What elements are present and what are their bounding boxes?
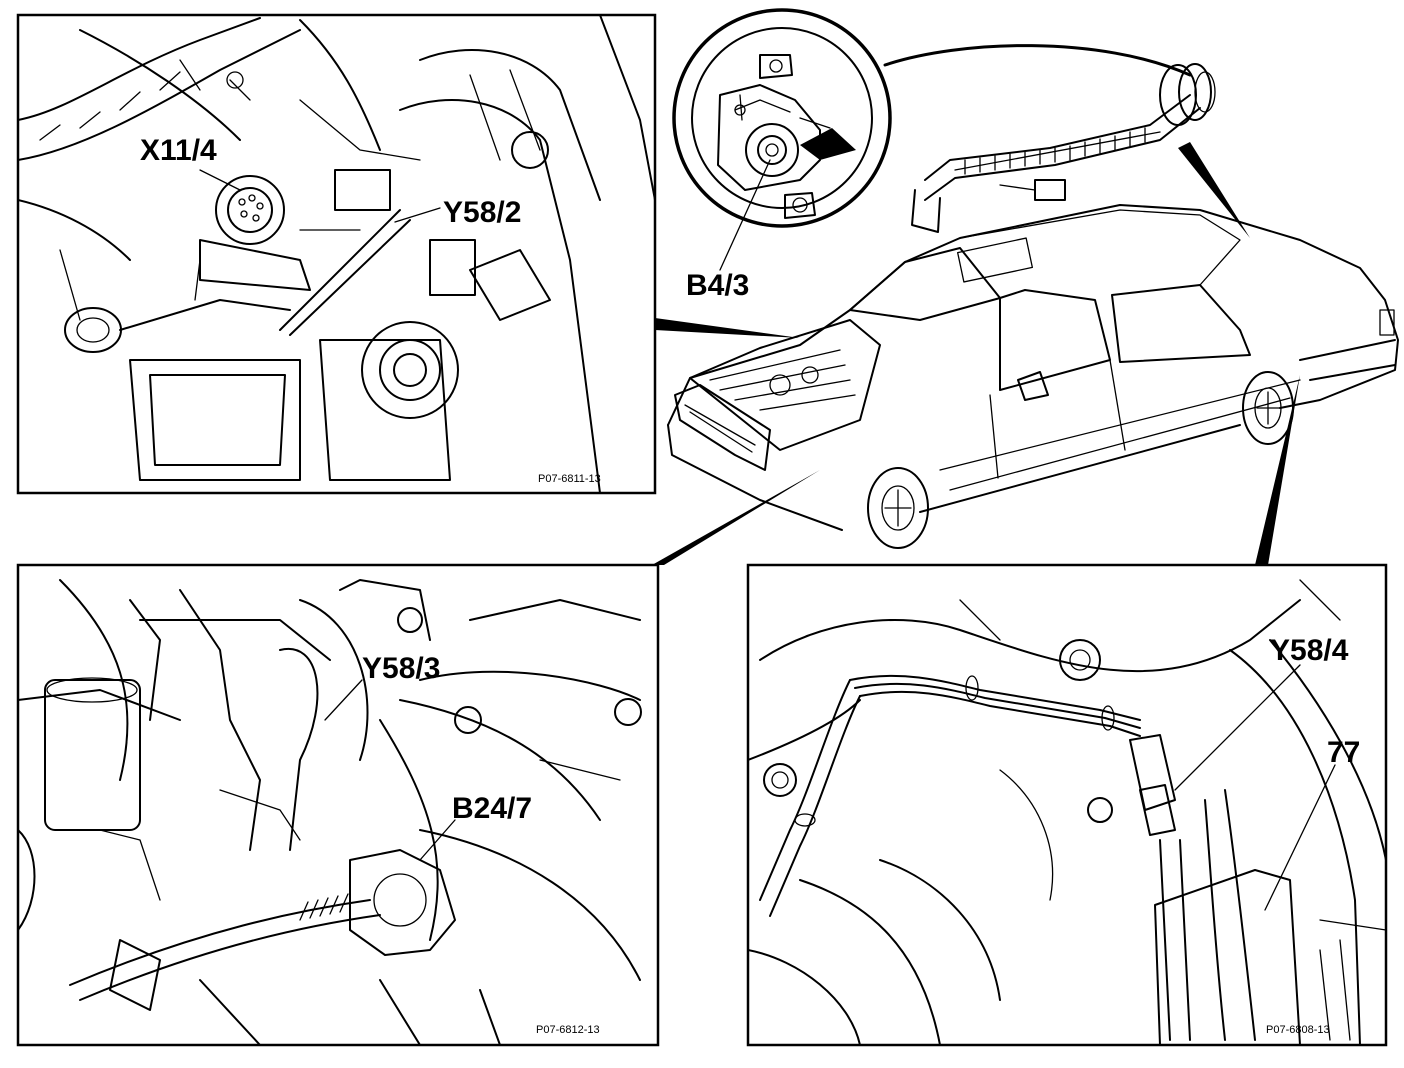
figure-ref-bottom-left: P07-6812-13 bbox=[536, 1024, 600, 1036]
label-b4-3: B4/3 bbox=[686, 269, 749, 302]
label-y58-3: Y58/3 bbox=[362, 652, 440, 685]
vehicle-illustration bbox=[667, 204, 1399, 549]
label-y58-4: Y58/4 bbox=[1270, 634, 1349, 667]
detail-panel-top-left: X11/4 Y58/2 P07-6811-13 bbox=[16, 13, 657, 495]
detail-panel-bottom-left: Y58/3 B24/7 P07-6812-13 bbox=[16, 563, 660, 1047]
label-y58-2: Y58/2 bbox=[443, 196, 521, 229]
detail-panel-bottom-right: Y58/4 77 P07-6808-13 bbox=[746, 563, 1388, 1047]
label-part-77: 77 bbox=[1327, 736, 1360, 769]
fuel-sender-inset bbox=[672, 8, 892, 228]
label-b24-7: B24/7 bbox=[452, 792, 532, 825]
figure-ref-bottom-right: P07-6808-13 bbox=[1266, 1024, 1330, 1036]
rear-harness-illustration bbox=[911, 63, 1216, 233]
label-x11-4: X11/4 bbox=[140, 134, 217, 167]
callout-wedges bbox=[652, 44, 1300, 565]
figure-ref-top-left: P07-6811-13 bbox=[538, 473, 601, 485]
